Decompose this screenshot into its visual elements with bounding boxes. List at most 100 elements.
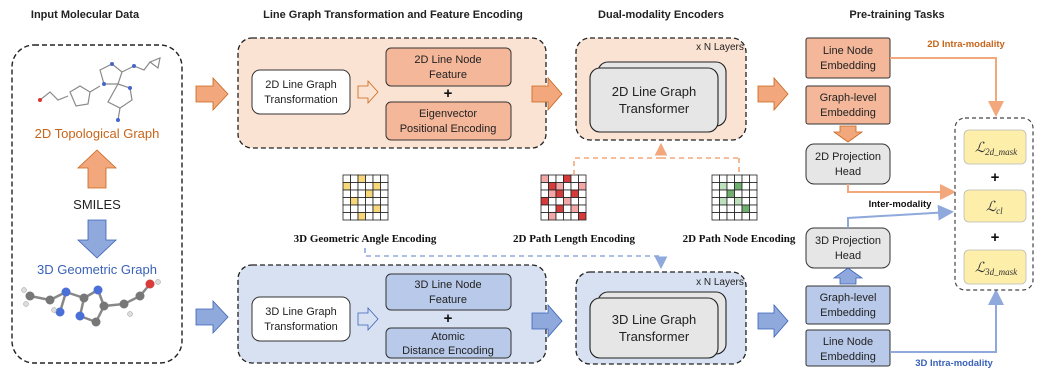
matrix-cell xyxy=(741,174,750,183)
matrix-cell xyxy=(711,174,720,183)
matrix-cell xyxy=(749,182,758,191)
matrix-cell xyxy=(548,182,557,191)
matrix-cell xyxy=(563,174,572,183)
loss-cl: ℒcl xyxy=(986,200,1003,216)
matrix-cell xyxy=(372,197,381,206)
matrix-cell xyxy=(734,197,743,206)
matrix-cell xyxy=(734,189,743,198)
matrix-cell xyxy=(540,174,549,183)
input-panel: 2D Topological Graph SMILES 3D Geometric… xyxy=(11,44,183,364)
angle-encoding-to-3d-encoder-arrow xyxy=(364,248,668,270)
matrix-cell xyxy=(711,182,720,191)
header-pretraining: Pre-training Tasks xyxy=(849,9,944,21)
path-node-encoding-grid xyxy=(711,174,758,221)
matrix-cell xyxy=(540,197,549,206)
matrix-cell xyxy=(380,204,389,213)
graph-level-2d-line1: Graph-level xyxy=(820,92,877,104)
matrix-cell xyxy=(380,182,389,191)
matrix-cell xyxy=(372,174,381,183)
matrix-cell xyxy=(540,212,549,221)
encoder-3d-line2: Transformer xyxy=(619,329,690,344)
encoder-3d-line1: 3D Line Graph xyxy=(612,312,697,327)
matrix-cell xyxy=(711,204,720,213)
input-to-2d-arrow xyxy=(195,76,229,112)
layers-3d-label: x N Layers xyxy=(696,277,744,288)
matrix-cell xyxy=(741,189,750,198)
matrix-cell xyxy=(726,182,735,191)
transform-3d-line1: 3D Line Graph xyxy=(265,306,337,318)
matrix-cell xyxy=(555,212,564,221)
node-feature-2d-line2: Feature xyxy=(429,69,467,81)
matrix-cell xyxy=(548,174,557,183)
proj-3d-to-loss-arrow xyxy=(847,204,954,228)
matrix-cell xyxy=(719,189,728,198)
matrix-cell xyxy=(570,189,579,198)
matrix-cell xyxy=(555,182,564,191)
inter-label: Inter-modality xyxy=(869,199,933,210)
transform-3d-arrow xyxy=(357,306,379,332)
matrix-cell xyxy=(711,212,720,221)
encoder-3d-panel: x N Layers 3D Line Graph Transformer xyxy=(575,271,747,365)
matrix-cell xyxy=(726,197,735,206)
matrix-cell xyxy=(563,212,572,221)
matrix-cell xyxy=(741,197,750,206)
encoder-2d-panel: x N Layers 2D Line Graph Transformer xyxy=(575,37,747,141)
matrix-cell xyxy=(734,204,743,213)
matrix-cell xyxy=(540,182,549,191)
matrix-cell xyxy=(726,204,735,213)
loss-3d-mask: ℒ3d_mask xyxy=(975,261,1018,277)
matrix-cell xyxy=(563,189,572,198)
matrix-cell xyxy=(734,182,743,191)
graph-level-3d-line1: Graph-level xyxy=(820,292,877,304)
loss-2d-mask: ℒ2d_mask xyxy=(975,141,1018,157)
molecule-2d-image xyxy=(38,57,161,122)
matrix-cell xyxy=(342,174,351,183)
graph-2d-to-proj-arrow xyxy=(832,125,864,143)
geo-graph-label: 3D Geometric Graph xyxy=(37,262,157,277)
graph-level-2d-line2: Embedding xyxy=(820,107,876,119)
transform-2d-arrow xyxy=(357,79,379,105)
matrix-cell xyxy=(726,212,735,221)
matrix-cell xyxy=(380,197,389,206)
matrix-cell xyxy=(350,182,359,191)
encoder-2d-line1: 2D Line Graph xyxy=(612,84,697,99)
matrix-cell xyxy=(749,204,758,213)
loss-plus-2: + xyxy=(991,229,1000,246)
matrix-cell xyxy=(734,174,743,183)
matrix-cell xyxy=(734,212,743,221)
intra-3d-arrow xyxy=(890,289,1004,353)
plus-2d: + xyxy=(444,85,453,102)
matrix-cell xyxy=(365,182,374,191)
matrix-cell xyxy=(578,212,587,221)
matrix-cell xyxy=(365,212,374,221)
matrix-cell xyxy=(741,204,750,213)
matrix-cell xyxy=(365,174,374,183)
loss-plus-1: + xyxy=(991,169,1000,186)
matrix-cell xyxy=(719,204,728,213)
path-node-encoding-label: 2D Path Node Encoding xyxy=(683,233,796,245)
matrix-cell xyxy=(357,182,366,191)
graph-3d-to-proj-arrow xyxy=(832,267,864,285)
header-input: Input Molecular Data xyxy=(31,9,140,21)
matrix-cell xyxy=(357,212,366,221)
matrix-cell xyxy=(357,197,366,206)
matrix-cell xyxy=(555,174,564,183)
matrix-cell xyxy=(350,189,359,198)
line-node-2d-line2: Embedding xyxy=(820,60,876,72)
pos-encoding-line2: Positional Encoding xyxy=(400,123,497,135)
matrix-cell xyxy=(365,204,374,213)
encoder-2d-to-pretrain-arrow xyxy=(757,76,789,112)
matrix-cell xyxy=(540,189,549,198)
linegraph-3d-to-encoder-arrow xyxy=(531,303,563,339)
linegraph-2d-to-encoder-arrow xyxy=(531,76,563,112)
node-feature-3d-line2: Feature xyxy=(429,294,467,306)
matrix-cell xyxy=(342,197,351,206)
smiles-to-2d-arrow xyxy=(76,149,118,189)
proj-3d-line2: Head xyxy=(835,250,861,262)
node-feature-2d-line1: 2D Line Node xyxy=(414,54,481,66)
matrix-cell xyxy=(380,174,389,183)
matrix-cell xyxy=(372,212,381,221)
angle-encoding-label: 3D Geometric Angle Encoding xyxy=(294,233,437,245)
matrix-cell xyxy=(350,174,359,183)
matrix-cell xyxy=(570,197,579,206)
